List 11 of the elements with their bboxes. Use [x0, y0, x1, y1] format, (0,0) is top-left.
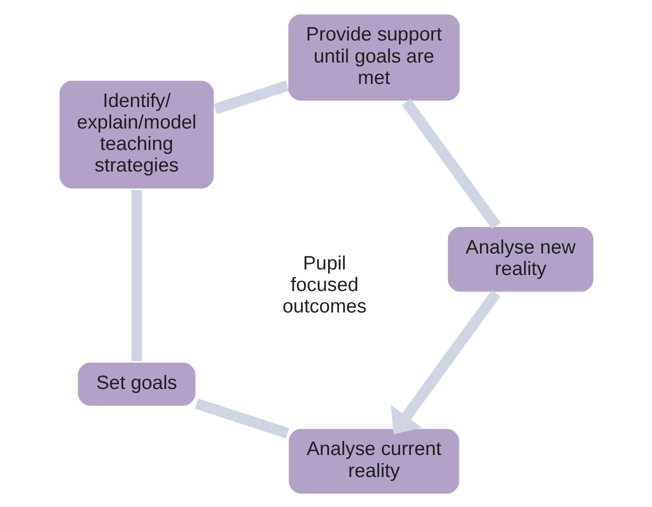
connector: [130, 190, 142, 361]
label: Pupil focused outcomes: [282, 252, 366, 318]
connector: [212, 80, 288, 114]
arrow: [390, 290, 500, 434]
node-box: Analyse current reality: [286, 426, 461, 496]
connector: [194, 398, 289, 438]
node-box: Identify/ explain/model teaching strategies: [56, 78, 216, 190]
node-box: Provide support until goals are met: [286, 12, 462, 102]
connector: [401, 98, 500, 228]
node-box: Set goals: [75, 360, 198, 408]
node-box: Analyse new reality: [445, 224, 596, 294]
